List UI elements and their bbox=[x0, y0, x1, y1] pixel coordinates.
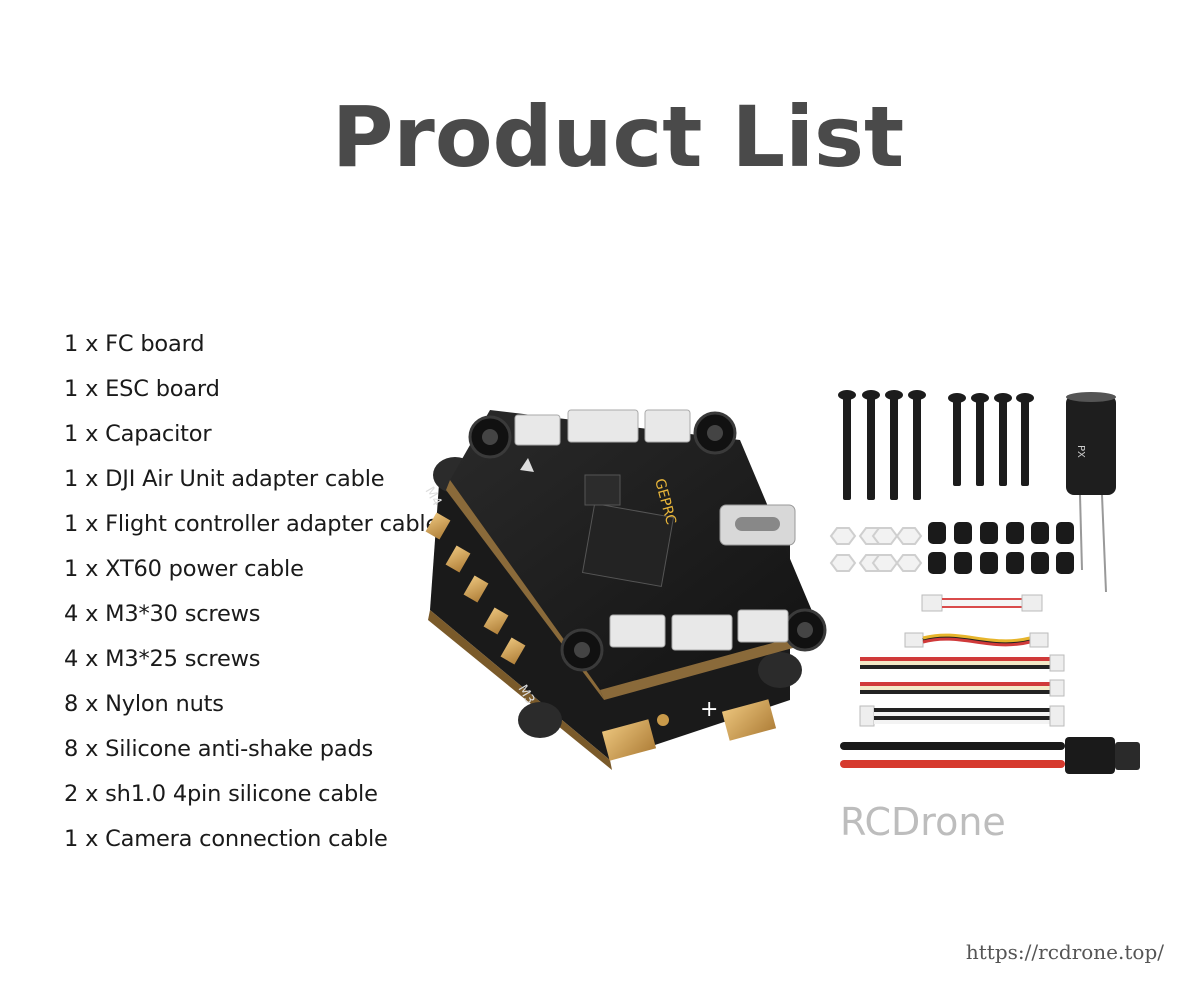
svg-text:PX: PX bbox=[1075, 445, 1086, 458]
watermark: RCDrone bbox=[840, 800, 1006, 844]
nylon-nut-icon bbox=[829, 527, 923, 572]
list-item: 2 x sh1.0 4pin silicone cable bbox=[64, 781, 378, 807]
site-url: https://rcdrone.top/ bbox=[965, 940, 1164, 964]
list-item: 1 x XT60 power cable bbox=[64, 556, 304, 582]
list-item: 8 x Silicone anti-shake pads bbox=[64, 736, 374, 762]
list-item: 1 x Flight controller adapter cable bbox=[64, 511, 440, 537]
list-item: 1 x Capacitor bbox=[64, 421, 212, 447]
page-title: Product List bbox=[331, 88, 905, 186]
svg-text:+: + bbox=[700, 697, 718, 722]
capacitor-icon: PX bbox=[1066, 392, 1116, 593]
list-item: 1 x FC board bbox=[64, 331, 205, 357]
list-item: 8 x Nylon nuts bbox=[64, 691, 224, 717]
silicone-pad-icon bbox=[928, 522, 1074, 574]
fc-esc-stack-illustration: + GEPRC M4 M3 bbox=[422, 409, 827, 770]
list-item: 4 x M3*30 screws bbox=[64, 601, 261, 627]
cable-icon bbox=[859, 594, 1065, 727]
xt60-connector-icon bbox=[840, 737, 1140, 774]
list-item: 1 x ESC board bbox=[64, 376, 220, 402]
screw-icon bbox=[948, 393, 1034, 486]
list-item: 1 x Camera connection cable bbox=[64, 826, 388, 852]
product-list: 1 x FC board 1 x ESC board 1 x Capacitor… bbox=[64, 327, 439, 867]
list-item: 4 x M3*25 screws bbox=[64, 646, 261, 672]
list-item: 1 x DJI Air Unit adapter cable bbox=[64, 466, 385, 492]
screw-icon bbox=[838, 390, 926, 500]
